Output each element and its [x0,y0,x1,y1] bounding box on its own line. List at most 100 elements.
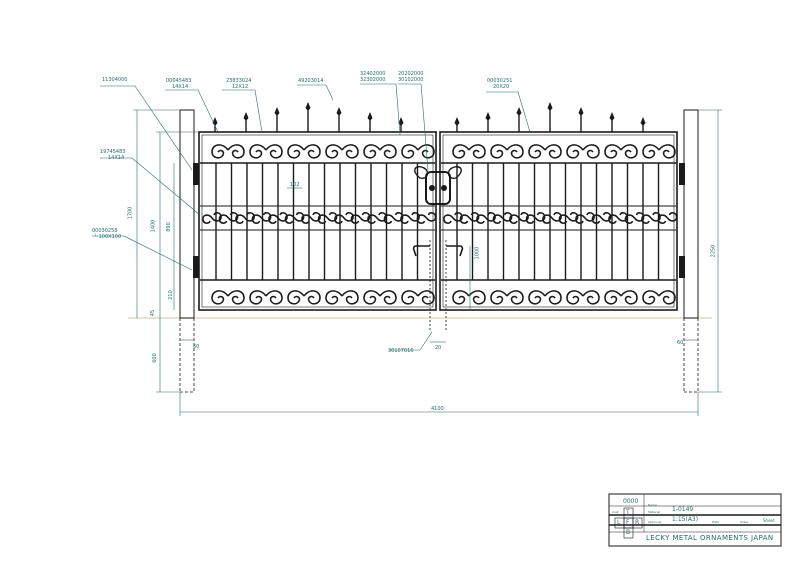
tb-scale-value: 1:15(A3) [672,516,699,523]
tb-company: LECKY METAL ORNAMENTS JAPAN [646,534,774,542]
title-block [608,493,782,547]
handles [412,240,464,332]
tb-cust-label: Cust [612,510,619,514]
scroll-ornament [317,212,338,224]
tb-proj-t: T [626,509,630,516]
label-19745483: 19745483 14X14 [100,149,126,161]
tb-proj-l: L [617,519,621,526]
spear-finial [367,112,373,132]
dimension-lines [133,109,722,416]
dim-post-height: 1700 [127,206,134,220]
scroll-ornament [642,290,676,305]
label-00030258: 00030258 └ 100X100 [92,228,122,240]
scroll-ornament [287,144,321,159]
scroll-ornament [334,212,354,224]
label-32402000: 32402000 32302000 [360,71,386,83]
spear-finial [243,112,249,132]
dim-total-height: 2250 [710,244,717,258]
scroll-ornament [542,212,562,224]
right-post [683,109,699,393]
scroll-ornament [452,144,486,159]
scroll-ornament [218,212,239,224]
scroll-ornament [566,290,600,305]
dim-post-width-left: 60 [193,344,200,350]
scroll-ornament [325,290,359,305]
spear-finial [336,107,342,132]
tb-proj-b: B [626,529,631,536]
spear-finial [516,107,522,132]
label-30107016: 30107016 [388,348,414,354]
scroll-ornament [528,144,562,159]
scroll-ornament [566,144,600,159]
tb-approval-label: Approval [648,520,662,524]
label-11304000: 11304000 [102,77,128,83]
spear-tops [212,102,646,132]
scroll-ornament [401,144,435,159]
scroll-ornament [490,144,524,159]
tb-date-label: Date [712,520,720,524]
scroll-ornament [452,290,486,305]
label-00045483: 00045483 14X14 [166,78,192,90]
scroll-ornament [525,212,546,224]
left-gate-leaf [198,131,437,311]
leader-lines [92,83,531,351]
scroll-ornament [642,144,676,159]
tb-proj-f: F [626,519,630,526]
tb-quantity-value: 1-0149 [672,506,694,513]
scroll-ornament [604,290,638,305]
scroll-ornament [350,212,371,224]
tb-material-label: Material [648,510,661,514]
dim-inner-height: 890 [165,222,172,232]
dim-total-width: 4100 [431,406,444,412]
label-20202000: 20202000 30102000 [398,71,424,83]
scroll-ornament [249,290,283,305]
scroll-ornament [284,212,305,224]
spear-finial [274,107,280,132]
tb-scale-label: Scale [740,520,749,524]
dim-handle-height: 1000 [474,246,481,260]
scroll-ornament [400,212,420,224]
scroll-ornament [591,212,612,224]
scroll-ornament [363,144,397,159]
dim-bottom-offset: 210 [167,290,174,300]
dim-center-gap: 20 [435,345,442,351]
scroll-ornament [363,290,397,305]
scroll-ornament [202,212,222,224]
spear-finial [578,107,584,132]
scroll-ornament [211,144,245,159]
hinges [193,163,685,278]
scroll-ornament [558,212,579,224]
label-00030251: 00030251 20X20 [487,78,513,90]
scroll-ornament [604,144,638,159]
left-post [179,109,195,393]
tb-sheet-label: Sheet [763,518,775,523]
right-gate-leaf [439,131,678,311]
scroll-ornament [249,144,283,159]
tb-name-label: Name [648,503,657,507]
spear-finial [305,102,311,132]
spear-finial [398,117,404,132]
label-23833024: 23833024 12X12 [226,78,252,90]
scroll-ornament [528,290,562,305]
scroll-ornament [251,212,272,224]
dim-post-width-right: 60 [677,340,684,346]
scroll-ornament [235,212,255,224]
spear-finial [640,117,646,132]
scroll-ornament [443,212,463,224]
dim-foundation: 600 [151,353,158,363]
tb-proj-r: R [635,519,640,526]
tb-drawing-no: 0000 [623,498,639,505]
scroll-ornament [492,212,513,224]
lock-ornament [414,166,462,205]
scroll-ornament [325,144,359,159]
dim-bar-spacing: 102 [290,182,300,188]
scroll-ornament [211,290,245,305]
spear-finial [609,112,615,132]
scroll-ornament [287,290,321,305]
scroll-ornament [476,212,496,224]
scroll-ornament [490,290,524,305]
scroll-ornament [575,212,595,224]
scroll-ornament [301,212,321,224]
dim-gate-height: 1400 [150,219,157,233]
